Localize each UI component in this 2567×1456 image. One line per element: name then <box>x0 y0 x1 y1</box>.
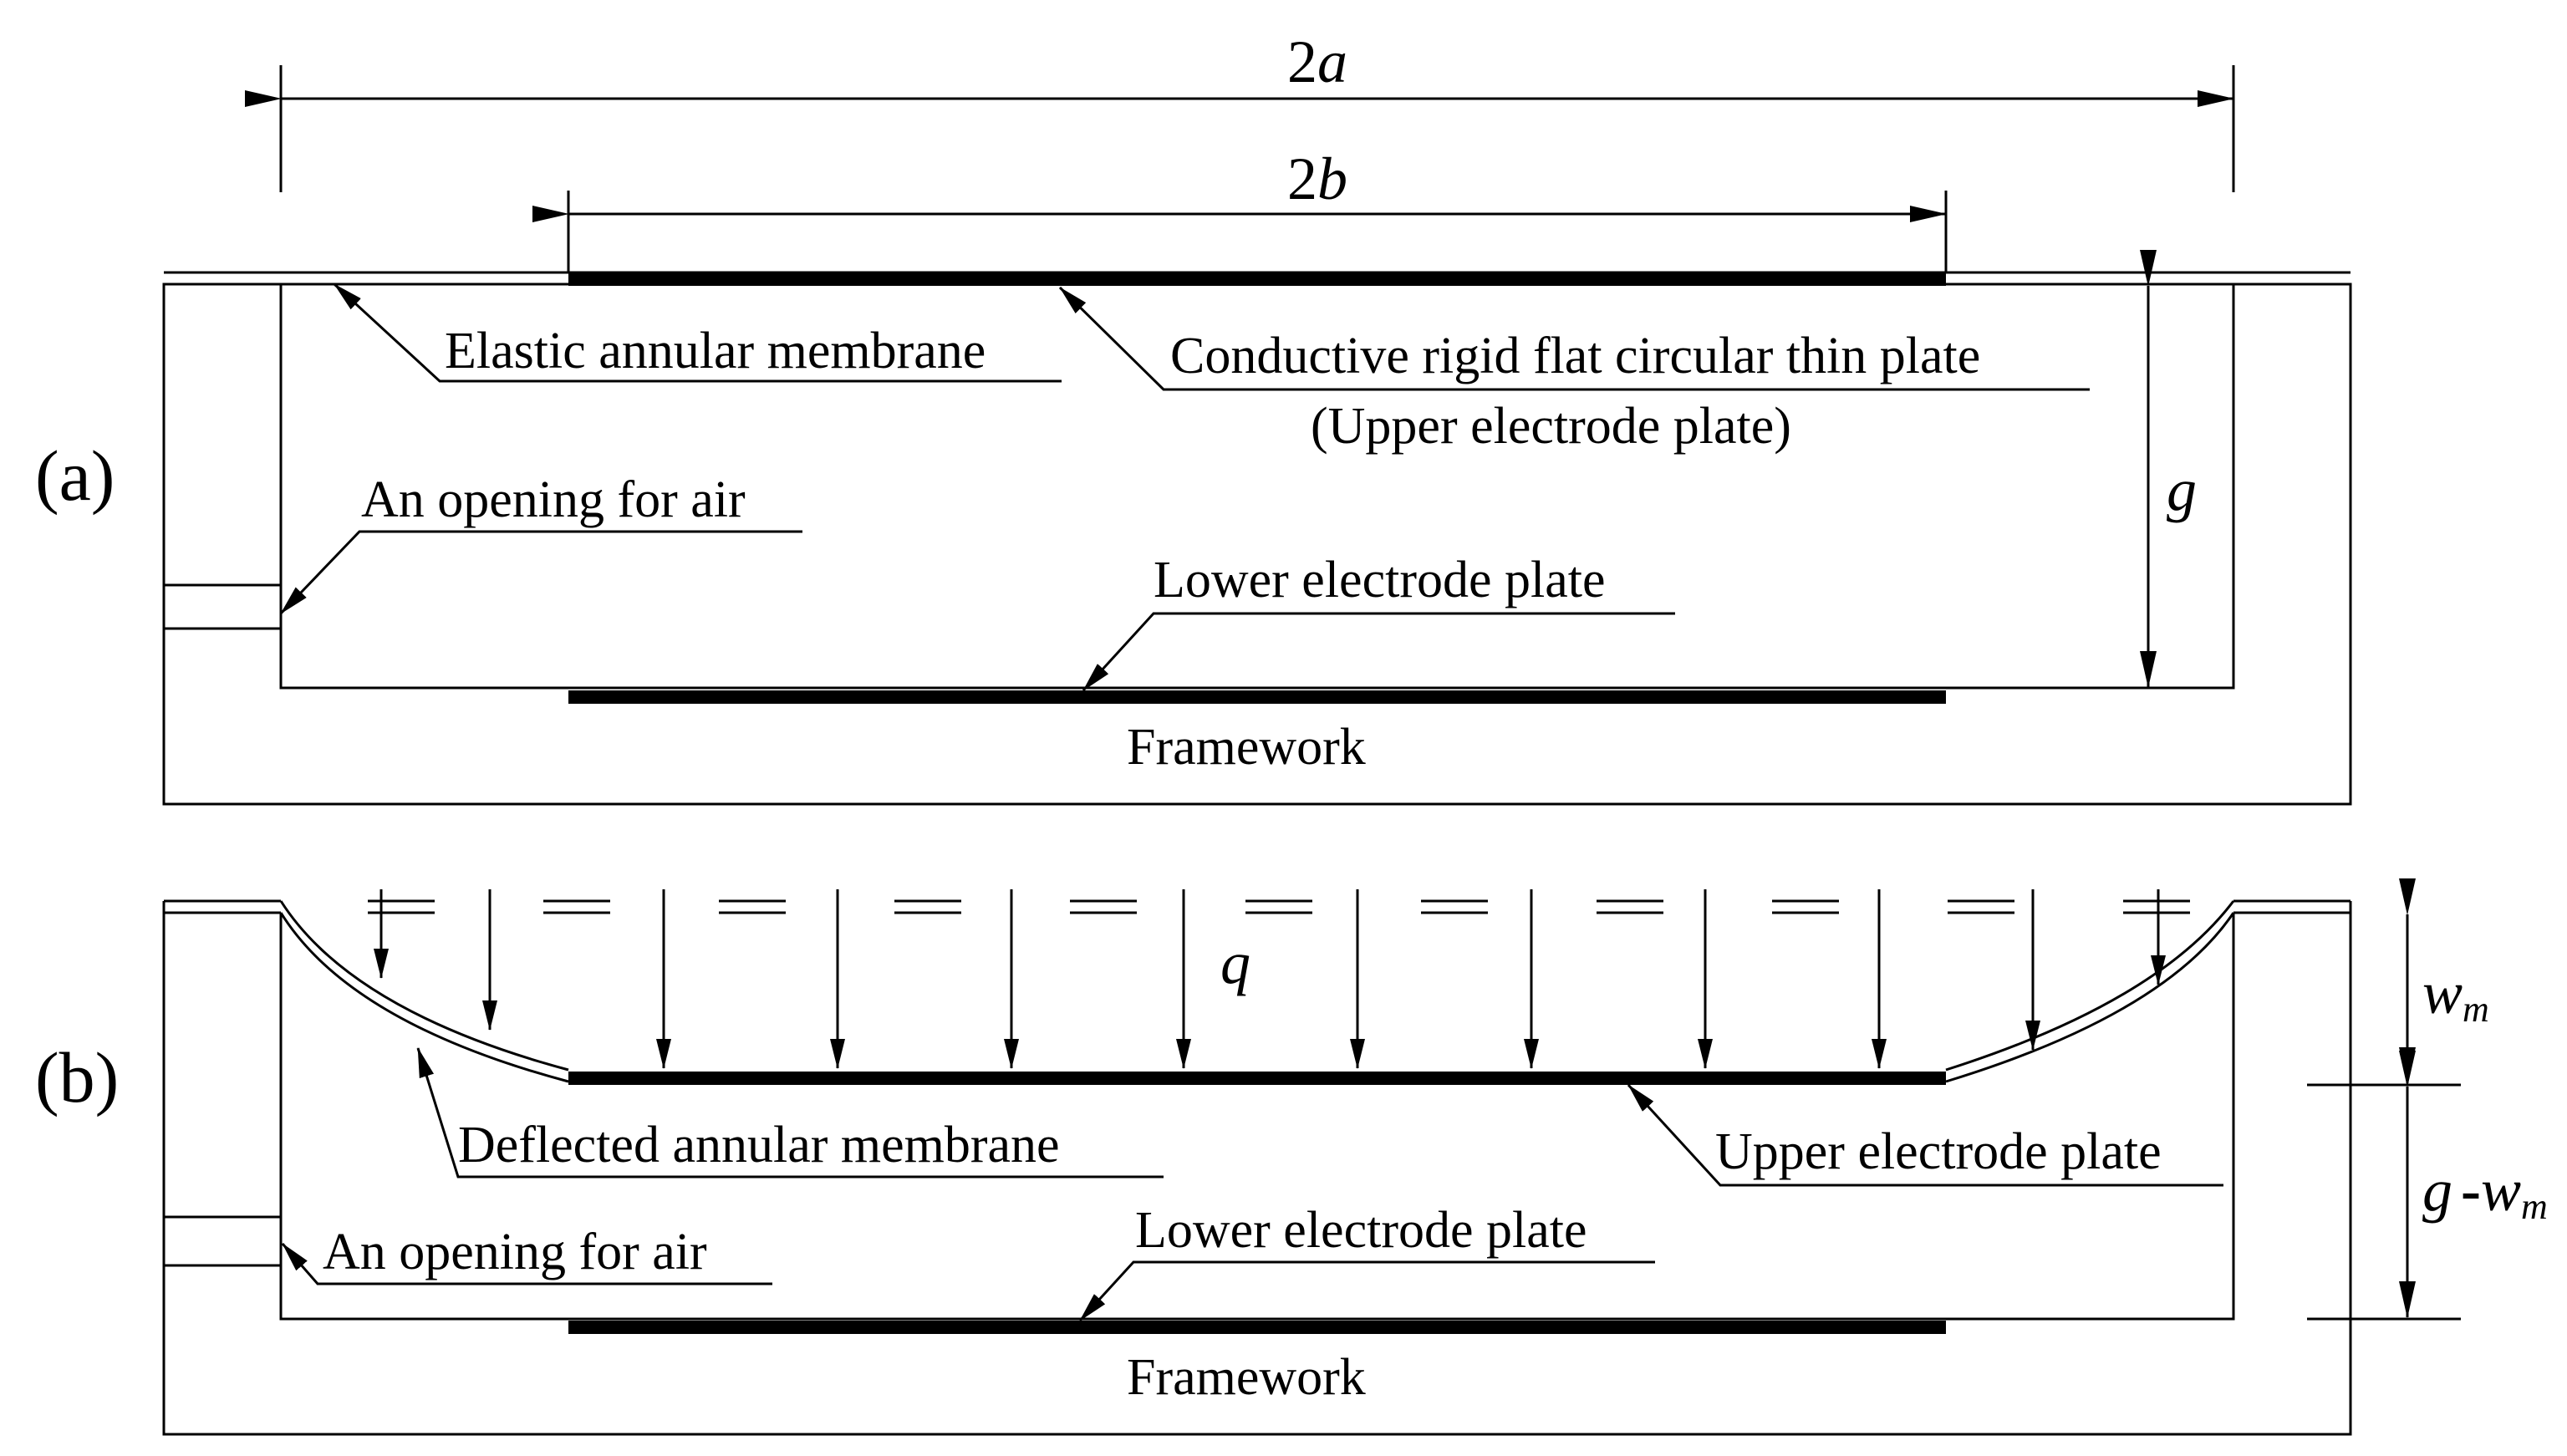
leader-membrane-a <box>333 283 1062 383</box>
gap-g-label: g <box>2167 456 2197 523</box>
deflection-wm-label: wm <box>2422 960 2489 1030</box>
dim-2a-var: a <box>1317 28 1347 95</box>
dimension-2b-label: 2b <box>1287 145 1347 212</box>
label-framework-a: Framework <box>1127 719 1366 776</box>
label-elastic-membrane: Elastic annular membrane <box>445 323 986 379</box>
gap-minus: - <box>2461 1157 2481 1224</box>
upper-electrode-plate-a <box>568 272 1946 286</box>
label-lower-plate-a: Lower electrode plate <box>1154 552 1605 608</box>
dim-2b-var: b <box>1317 145 1347 212</box>
label-upper-plate-b: Upper electrode plate <box>1715 1123 2162 1180</box>
panel-b-tag: (b) <box>35 1037 119 1117</box>
label-opening-a: An opening for air <box>361 471 746 528</box>
leader-upper-plate-b <box>1627 1083 2223 1187</box>
label-framework-b: Framework <box>1127 1349 1366 1406</box>
wm-sub: m <box>2463 989 2489 1030</box>
leader-opening-b <box>281 1243 772 1285</box>
leader-opening-a <box>279 530 802 615</box>
dimension-2a <box>245 65 2235 192</box>
load-arrows <box>374 889 2166 1069</box>
load-dashes <box>368 899 2190 914</box>
load-q-label: q <box>1220 929 1250 996</box>
dim-2b-number: 2 <box>1287 145 1317 212</box>
panel-b: (b) q <box>35 878 2548 1436</box>
gap-w-var: w <box>2481 1157 2521 1224</box>
leader-upper-plate-a <box>1058 286 2090 391</box>
label-conductive-plate-line2: (Upper electrode plate) <box>1311 398 1791 455</box>
lower-electrode-plate-a <box>568 690 1946 704</box>
dimension-2a-label: 2a <box>1287 28 1347 95</box>
wm-var: w <box>2422 960 2463 1026</box>
framework-b <box>162 899 2352 1436</box>
leader-membrane-b <box>416 1047 1164 1179</box>
deflected-annular-membrane-b <box>279 900 2235 1083</box>
leader-lower-plate-b <box>1078 1260 1655 1322</box>
dimension-lines-b <box>2307 878 2461 1321</box>
leader-lower-plate-a <box>1082 612 1675 692</box>
label-deflected-membrane: Deflected annular membrane <box>458 1117 1060 1173</box>
gap-g-var: g <box>2422 1157 2452 1224</box>
remaining-gap-label: g-wm <box>2422 1157 2548 1227</box>
panel-a-tag: (a) <box>35 435 115 516</box>
label-opening-b: An opening for air <box>323 1224 707 1280</box>
dim-2a-number: 2 <box>1287 28 1317 95</box>
label-conductive-plate-line1: Conductive rigid flat circular thin plat… <box>1170 328 1980 384</box>
panel-a: (a) 2a <box>35 28 2352 806</box>
upper-electrode-plate-b <box>568 1072 1946 1085</box>
label-lower-plate-b: Lower electrode plate <box>1135 1202 1587 1259</box>
lower-electrode-plate-b <box>568 1321 1946 1334</box>
dimension-2b <box>532 191 1948 272</box>
gap-w-sub: m <box>2521 1186 2548 1227</box>
